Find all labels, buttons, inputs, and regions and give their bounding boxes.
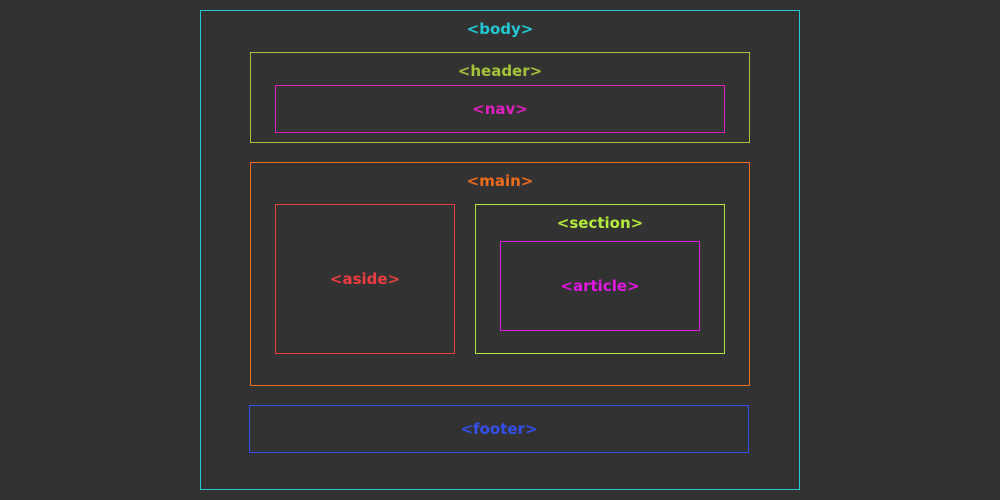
article-label: <article> — [560, 277, 640, 295]
main-box: <main> — [250, 162, 750, 386]
aside-label: <aside> — [329, 270, 401, 288]
header-label: <header> — [457, 62, 543, 80]
aside-box: <aside> — [275, 204, 455, 354]
header-box: <header> — [250, 52, 750, 143]
body-label: <body> — [466, 20, 534, 38]
main-label: <main> — [466, 172, 534, 190]
nav-box: <nav> — [275, 85, 725, 133]
section-box: <section> — [475, 204, 725, 354]
body-box: <body> — [200, 10, 800, 490]
section-label: <section> — [556, 214, 644, 232]
footer-label: <footer> — [460, 420, 538, 438]
article-box: <article> — [500, 241, 700, 331]
nav-label: <nav> — [472, 100, 528, 118]
footer-box: <footer> — [249, 405, 749, 453]
